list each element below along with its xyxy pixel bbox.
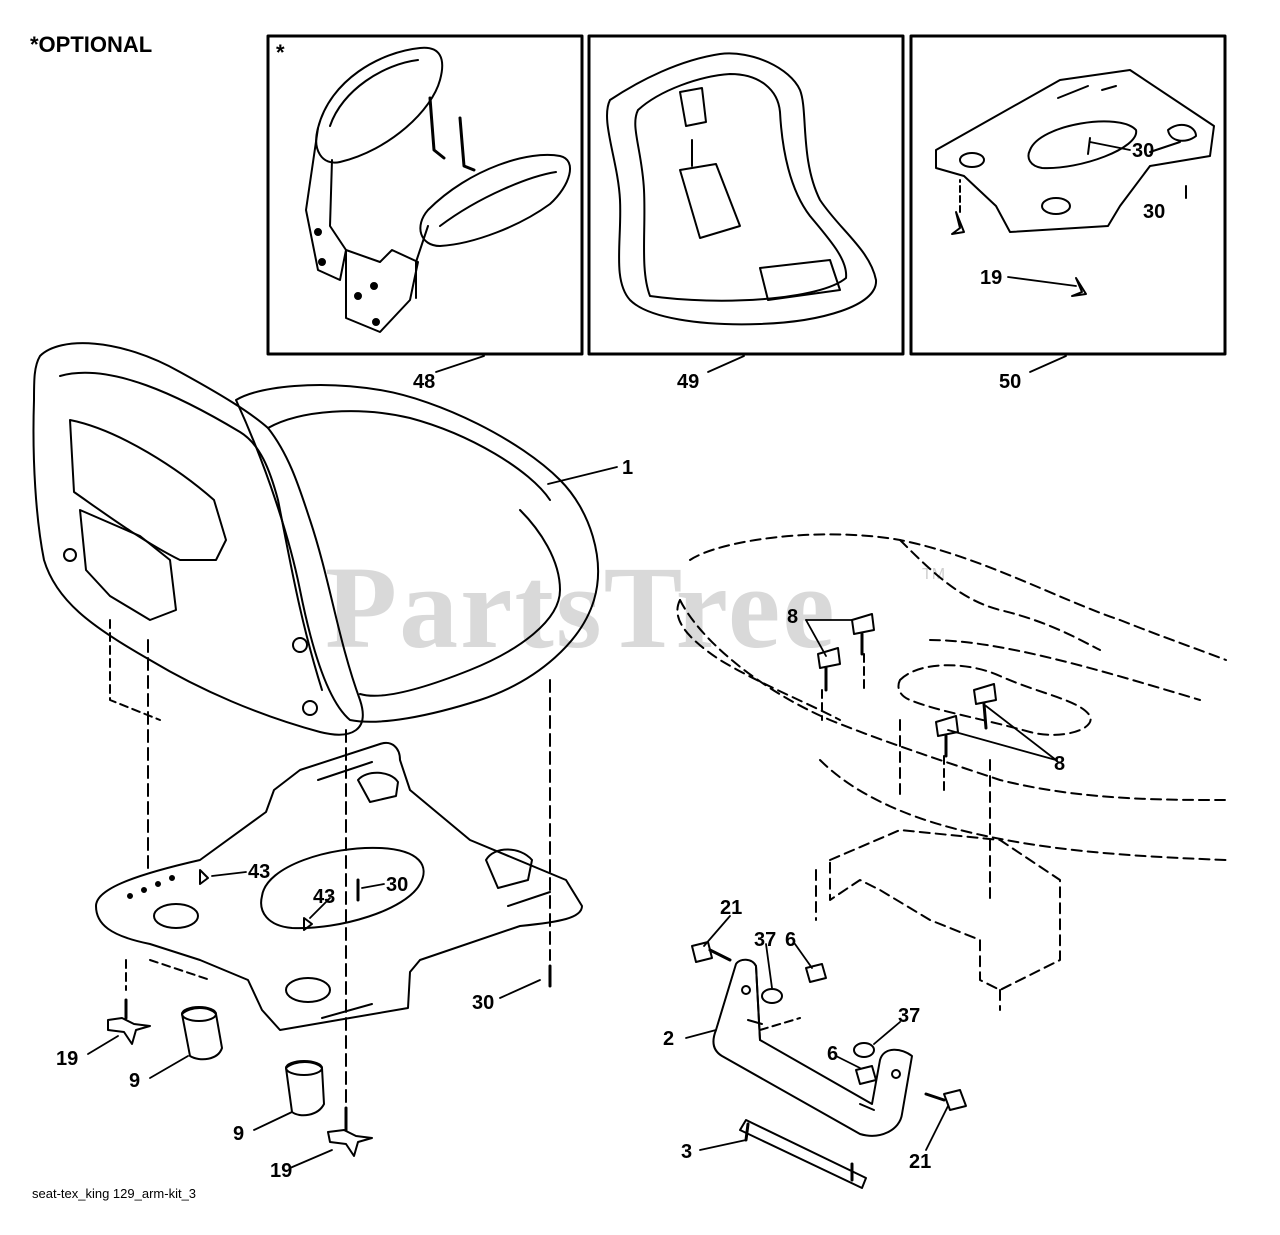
watermark-tm: TM [922,566,946,583]
callout-19: 19 [270,1160,293,1182]
seat-cushion-drawing [606,52,878,326]
optional-box-seat-cushion [587,34,905,356]
callout-37: 37 [754,929,777,951]
armrest-kit-drawing [305,46,571,333]
callout-21: 21 [909,1151,932,1173]
seat-plate-main-drawing [95,742,583,1031]
seat-assembly-drawing [32,342,599,736]
optional-marker: * [276,40,285,65]
knob-and-bumper-drawings [107,959,373,1157]
leader-lines [87,141,1131,1169]
optional-box-seat-plate [909,34,1227,356]
callout-3: 3 [681,1141,693,1163]
callout-30: 30 [1132,140,1155,162]
callout-19: 19 [56,1048,79,1070]
watermark-brand: PartsTree [325,542,837,673]
drawing-id: seat-tex_king 129_arm-kit_3 [32,1186,197,1201]
callout-8: 8 [1054,753,1066,775]
callout-30: 30 [472,992,495,1014]
callout-30: 30 [1143,201,1166,223]
optional-note: *OPTIONAL [30,32,153,57]
callout-43: 43 [248,861,271,883]
callout-6: 6 [827,1043,839,1065]
callout-1: 1 [622,457,634,479]
callout-21: 21 [720,897,743,919]
optional-box-armrest-kit [266,34,584,356]
callout-8: 8 [787,606,799,628]
mower-frame-drawing [676,533,1227,1011]
callout-37: 37 [898,1005,921,1027]
callout-9: 9 [233,1123,245,1145]
seat-plate-drawing [935,69,1215,297]
bracket-assembly-drawing [691,941,967,1189]
callout-50: 50 [999,371,1022,393]
callout-2: 2 [663,1028,675,1050]
callout-6: 6 [785,929,797,951]
callout-49: 49 [677,371,700,393]
callout-9: 9 [129,1070,141,1092]
callout-43: 43 [313,886,336,908]
callout-30: 30 [386,874,409,896]
callout-19: 19 [980,267,1003,289]
callout-48: 48 [413,371,436,393]
frame-bolts-drawing [817,613,997,791]
